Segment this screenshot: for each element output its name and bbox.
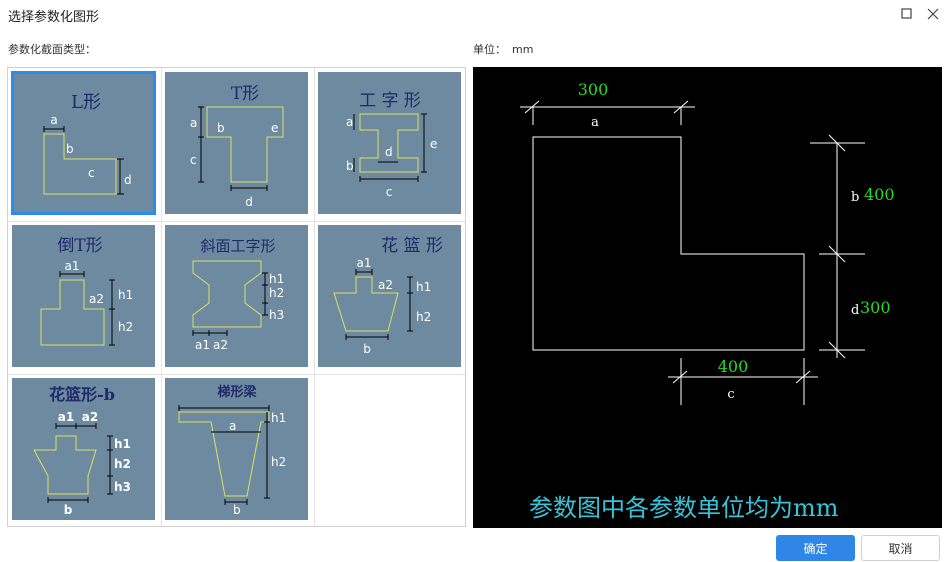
shape-label: h1 <box>114 437 131 451</box>
shape-cell-inverted-t[interactable]: 倒T形 a1 a2 h1 h2 <box>8 221 160 373</box>
shape-label: h1 <box>416 280 431 294</box>
shape-label: e <box>430 137 437 151</box>
shape-cell-flower-basket-b[interactable]: 花篮形-b a1 a2 h1 h2 h3 b <box>8 374 160 526</box>
shape-title: 花篮形-b <box>49 385 115 404</box>
shape-title: 梯形梁 <box>217 384 257 400</box>
shape-tile-trapezoid-beam[interactable]: 梯形梁 a h1 h2 b <box>165 378 308 520</box>
shape-tile-inverted-t[interactable]: 倒T形 a1 a2 h1 h2 <box>12 225 155 367</box>
shape-label: a2 <box>378 278 393 292</box>
shape-label: b <box>346 159 354 173</box>
shape-tile-flower-basket[interactable]: 花 篮 形 a1 a2 h1 h2 b <box>318 225 461 367</box>
shape-label: h3 <box>269 308 284 322</box>
shape-label: a <box>346 115 353 129</box>
dimension-b-d: b 400 d 300 <box>810 134 895 359</box>
shape-label: c <box>88 166 95 180</box>
l-section-outline <box>532 136 805 351</box>
shape-label: h2 <box>269 286 284 300</box>
shape-cell-trapezoid-beam[interactable]: 梯形梁 a h1 h2 b <box>161 374 313 526</box>
shape-cell-l[interactable]: L形 a b c d <box>8 68 160 220</box>
shape-label: h1 <box>118 288 133 302</box>
dimension-a: 300 a <box>520 80 695 130</box>
shape-label: h2 <box>416 310 431 324</box>
dimension-c-name: c <box>727 387 734 402</box>
shape-label: a1 <box>195 338 210 352</box>
unit-label-text: 单位： <box>473 43 506 56</box>
dimension-b-name: b <box>851 190 859 205</box>
shape-label: h1 <box>269 272 284 286</box>
window-title: 选择参数化图形 <box>8 10 100 25</box>
shape-label: h2 <box>114 457 131 471</box>
shape-cell-sloped-i[interactable]: 斜面工字形 h1 h2 h3 a1 a2 <box>161 221 313 373</box>
shape-label: h1 <box>271 411 286 425</box>
shape-label: h2 <box>118 320 133 334</box>
confirm-button[interactable]: 确定 <box>776 535 855 561</box>
grid-divider <box>8 221 465 222</box>
shape-label: a1 <box>357 256 372 270</box>
shape-cell-i[interactable]: 工 字 形 a b c d e <box>314 68 466 220</box>
dimension-a-name: a <box>591 115 599 130</box>
parameter-preview-canvas: 300 a b 400 d 300 400 c 参数图中各参数单位均为mm <box>473 67 942 528</box>
grid-divider <box>161 68 162 526</box>
shape-label: a <box>50 113 57 127</box>
shape-label: d <box>385 145 393 159</box>
shape-label: b <box>66 142 74 156</box>
close-icon[interactable] <box>923 4 943 24</box>
unit-label: 单位： mm <box>473 41 533 57</box>
shape-label: b <box>217 121 225 135</box>
shape-label: b <box>233 503 241 517</box>
shape-label: b <box>64 503 73 517</box>
shape-label: b <box>363 342 371 356</box>
shape-label: c <box>386 185 393 199</box>
section-type-label: 参数化截面类型： <box>8 43 96 56</box>
shape-title: 倒T形 <box>57 236 102 256</box>
shape-cell-flower-basket[interactable]: 花 篮 形 a1 a2 h1 h2 b <box>314 221 466 373</box>
unit-value: mm <box>512 43 534 56</box>
shape-label: e <box>271 121 278 135</box>
shape-label: a2 <box>82 410 98 424</box>
maximize-icon[interactable] <box>897 4 917 24</box>
dimension-a-value: 300 <box>578 80 609 99</box>
shape-tile-i[interactable]: 工 字 形 a b c d e <box>318 72 461 214</box>
shape-label: a2 <box>89 292 104 306</box>
shape-title: 工 字 形 <box>359 91 421 111</box>
shape-label: d <box>124 173 132 187</box>
shape-label: h2 <box>271 455 286 469</box>
dimension-c-value: 400 <box>718 357 749 376</box>
grid-divider <box>314 68 315 526</box>
dimension-d-value: 300 <box>860 298 891 317</box>
shape-label: a1 <box>65 259 80 273</box>
shape-grid: L形 a b c d T形 a b c d e <box>7 67 466 527</box>
shape-label: c <box>190 153 197 167</box>
dimension-d-name: d <box>851 303 859 318</box>
dimension-b-value: 400 <box>864 185 895 204</box>
shape-tile-l[interactable]: L形 a b c d <box>11 71 156 215</box>
shape-title: T形 <box>231 84 259 104</box>
shape-title: L形 <box>71 92 101 113</box>
shape-label: a1 <box>58 410 74 424</box>
shape-tile-sloped-i[interactable]: 斜面工字形 h1 h2 h3 a1 a2 <box>165 225 308 367</box>
shape-tile-t[interactable]: T形 a b c d e <box>165 72 308 214</box>
title-bar: 选择参数化图形 <box>0 0 949 30</box>
dimension-c: 400 c <box>668 357 818 405</box>
cancel-button[interactable]: 取消 <box>861 535 940 561</box>
shape-label: a <box>229 419 236 433</box>
units-note: 参数图中各参数单位均为mm <box>529 494 839 522</box>
shape-label: a <box>190 116 197 130</box>
shape-title: 斜面工字形 <box>200 237 275 255</box>
shape-label: d <box>245 195 253 209</box>
shape-label: a2 <box>213 338 228 352</box>
grid-divider <box>8 374 465 375</box>
shape-title: 花 篮 形 <box>381 236 443 256</box>
shape-cell-t[interactable]: T形 a b c d e <box>161 68 313 220</box>
shape-tile-flower-basket-b[interactable]: 花篮形-b a1 a2 h1 h2 h3 b <box>12 378 155 520</box>
shape-label: h3 <box>114 480 131 494</box>
